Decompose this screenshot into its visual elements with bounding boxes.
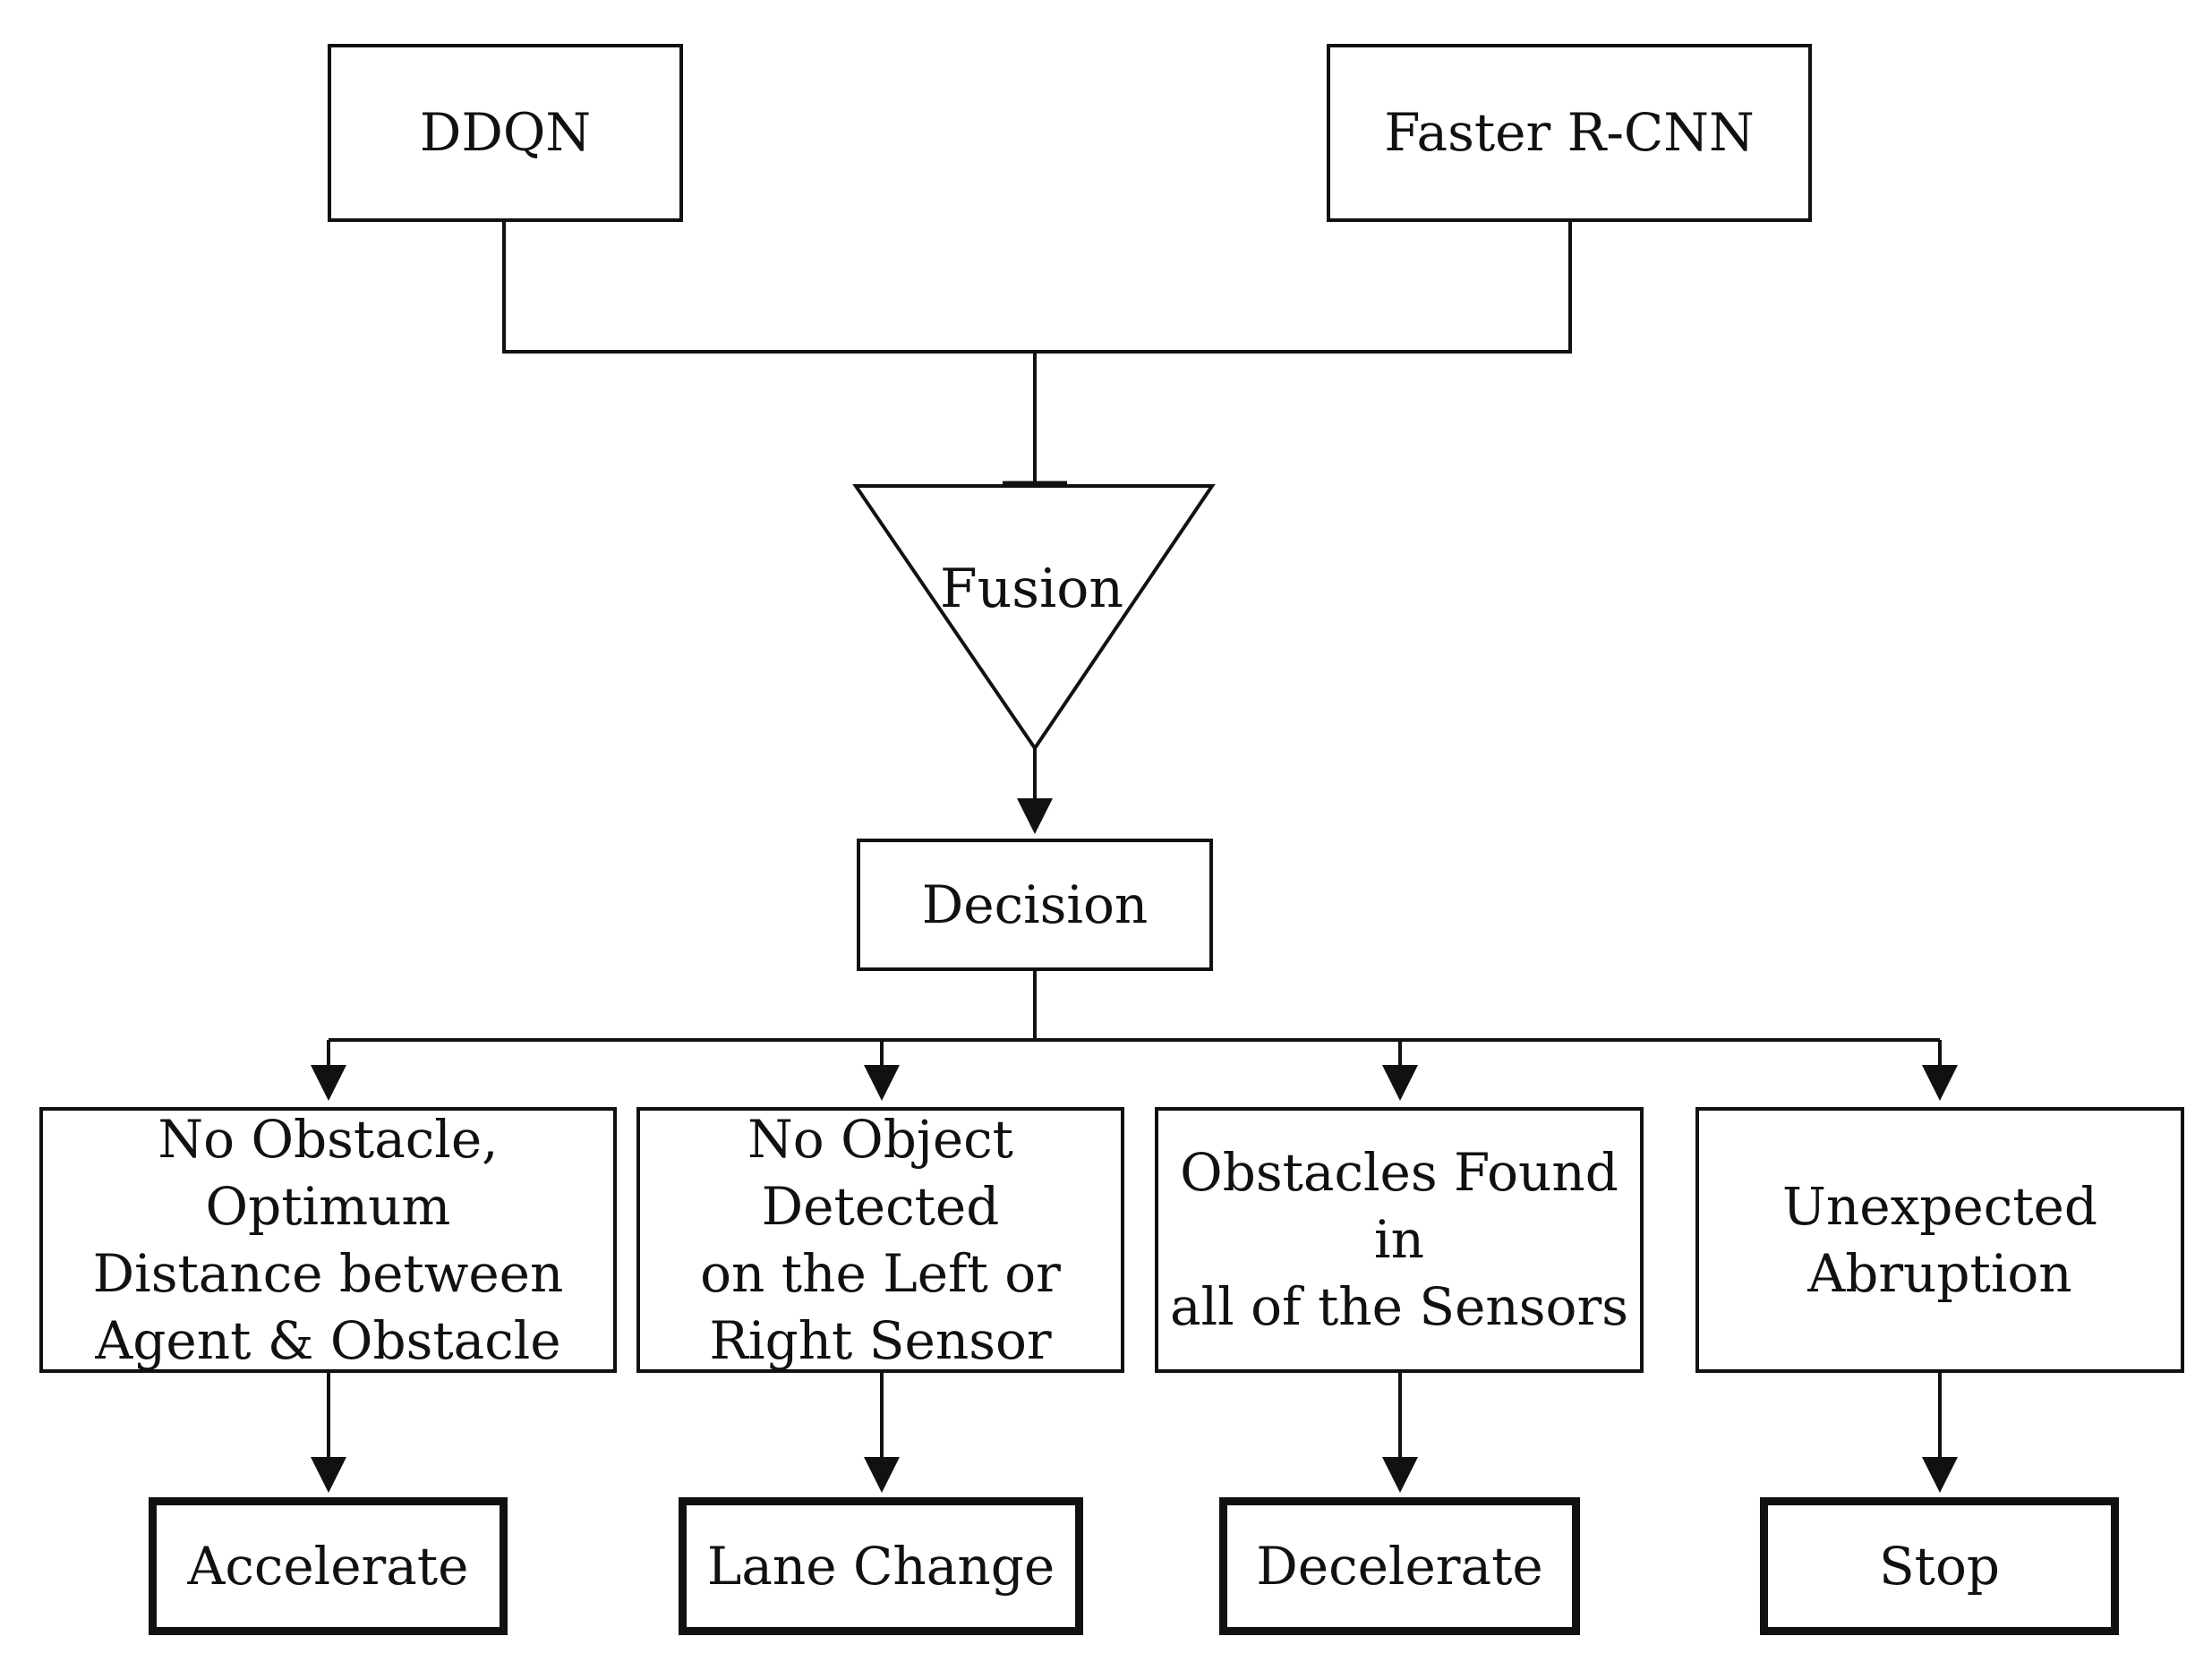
input-merge-connector <box>502 222 1572 354</box>
decision-label: Decision <box>921 873 1149 935</box>
accelerate-box: Accelerate <box>149 1497 508 1635</box>
condition-box-2: No Object Detected on the Left or Right … <box>636 1107 1124 1373</box>
action-label-3: Decelerate <box>1256 1535 1543 1597</box>
condition-box-3: Obstacles Found in all of the Sensors <box>1155 1107 1644 1373</box>
lane-change-box: Lane Change <box>679 1497 1083 1635</box>
action-label-4: Stop <box>1878 1535 2001 1597</box>
fusion-label: Fusion <box>940 558 1124 620</box>
condition-label-3: Obstacles Found in all of the Sensors <box>1170 1142 1628 1337</box>
condition-label-4: Unexpected Abruption <box>1782 1175 2097 1304</box>
condition-box-4: Unexpected Abruption <box>1695 1107 2184 1373</box>
faster-rcnn-box: Faster R-CNN <box>1327 44 1812 222</box>
action-label-2: Lane Change <box>706 1535 1055 1597</box>
faster-rcnn-label: Faster R-CNN <box>1384 102 1755 163</box>
condition-label-2: No Object Detected on the Left or Right … <box>700 1108 1061 1371</box>
condition-box-1: No Obstacle, Optimum Distance between Ag… <box>39 1107 617 1373</box>
condition-label-1: No Obstacle, Optimum Distance between Ag… <box>92 1108 564 1371</box>
ddqn-label: DDQN <box>419 102 592 163</box>
decision-box: Decision <box>857 839 1213 971</box>
action-label-1: Accelerate <box>187 1535 469 1597</box>
decelerate-box: Decelerate <box>1219 1497 1580 1635</box>
stop-box: Stop <box>1760 1497 2119 1635</box>
fusion-triangle <box>852 484 1216 752</box>
ddqn-box: DDQN <box>328 44 683 222</box>
